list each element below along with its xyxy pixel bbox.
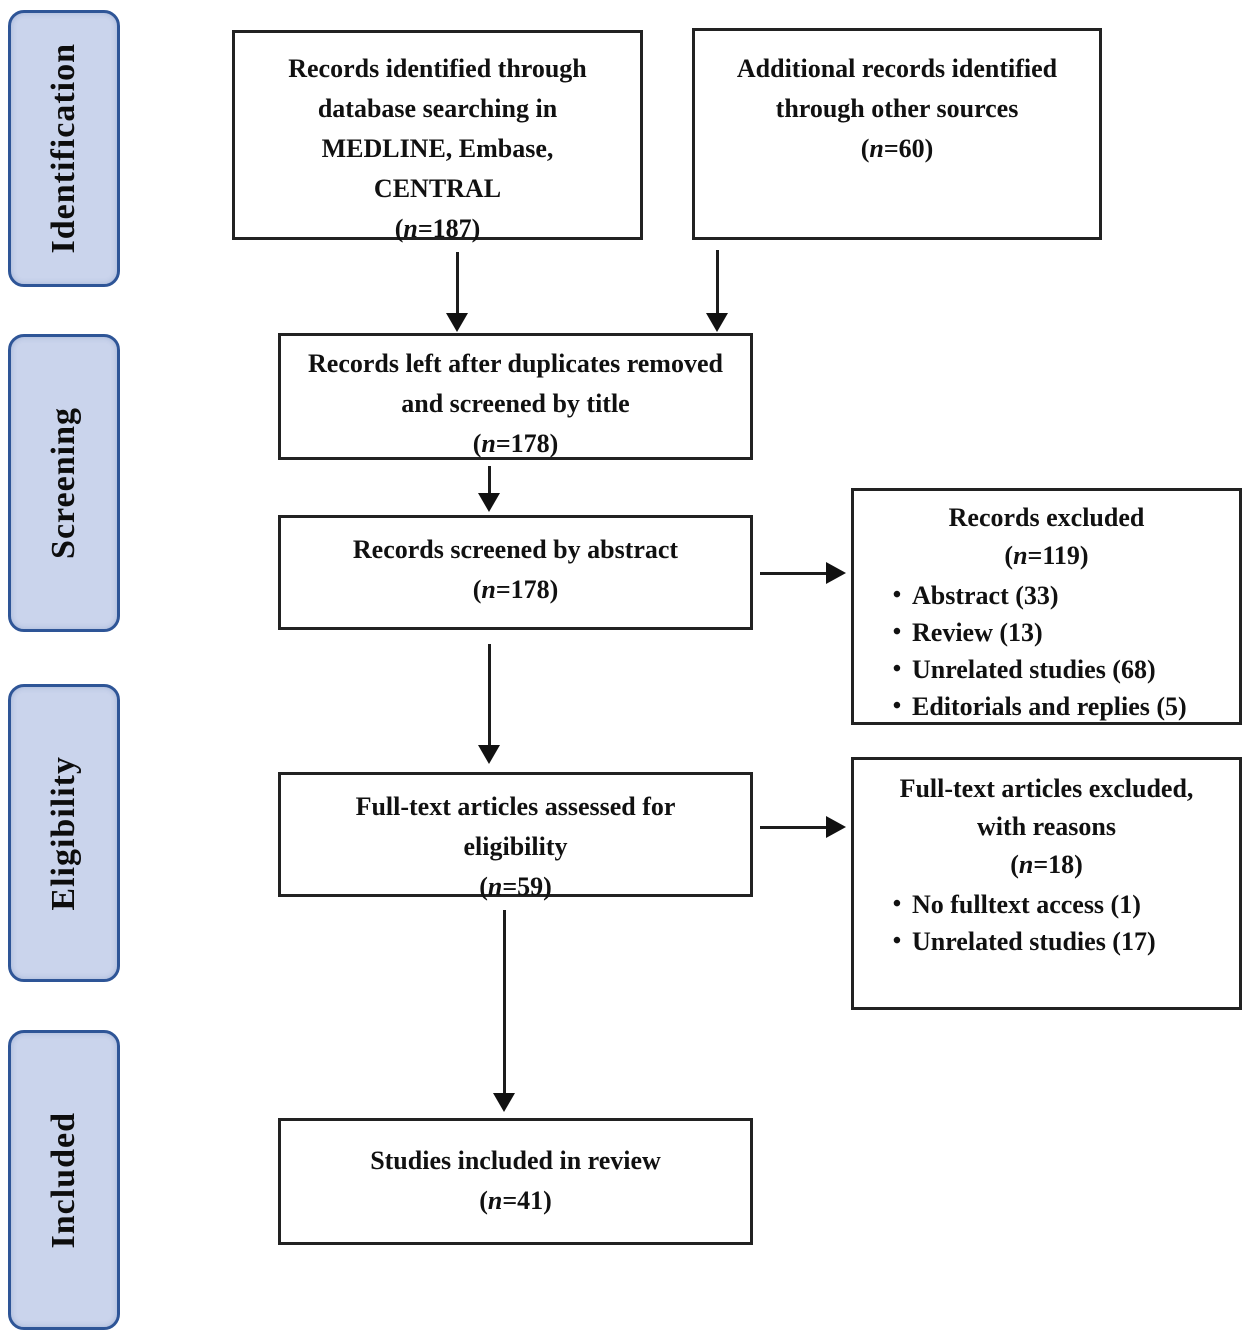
- stage-included-label: Included: [45, 1111, 82, 1249]
- list-item-label: Unrelated studies (17): [912, 927, 1156, 956]
- bullet-icon: •: [892, 582, 902, 608]
- box-text: through other sources: [775, 94, 1019, 123]
- arrow-dedup-to-abstract: [478, 466, 500, 512]
- stage-included: Included: [8, 1030, 120, 1330]
- box-records-excluded: Records excluded (n=119) • Abstract (33)…: [851, 488, 1242, 725]
- exclusion-reasons-list: • Abstract (33) • Review (13) • Unrelate…: [854, 577, 1239, 725]
- box-deduplicated: Records left after duplicates removed an…: [278, 333, 753, 460]
- box-text: and screened by title: [401, 389, 630, 418]
- box-text: CENTRAL: [373, 174, 502, 203]
- box-title: Records excluded: [948, 503, 1145, 532]
- arrow-additional-to-dedup: [706, 250, 728, 332]
- bullet-icon: •: [892, 693, 902, 719]
- n-count: (n=178): [472, 429, 559, 458]
- box-text: Full-text articles assessed for: [355, 792, 676, 821]
- stage-screening: Screening: [8, 334, 120, 632]
- stage-identification: Identification: [8, 10, 120, 287]
- box-additional-records: Additional records identified through ot…: [692, 28, 1102, 240]
- list-item: • No fulltext access (1): [854, 886, 1239, 923]
- list-item-label: Editorials and replies (5): [912, 692, 1187, 721]
- list-item-label: Unrelated studies (68): [912, 655, 1156, 684]
- arrow-head-icon: [826, 562, 846, 584]
- bullet-icon: •: [892, 656, 902, 682]
- n-count: (n=119): [1004, 541, 1089, 570]
- n-count: (n=18): [1010, 850, 1083, 879]
- bullet-icon: •: [892, 891, 902, 917]
- n-count: (n=178): [472, 575, 559, 604]
- box-title: with reasons: [977, 812, 1116, 841]
- arrow-shaft: [760, 571, 828, 575]
- bullet-icon: •: [892, 928, 902, 954]
- box-text: Additional records identified: [736, 54, 1058, 83]
- arrow-head-icon: [706, 313, 728, 332]
- box-studies-included: Studies included in review (n=41): [278, 1118, 753, 1245]
- box-fulltext-excluded: Full-text articles excluded, with reason…: [851, 757, 1242, 1010]
- stage-eligibility: Eligibility: [8, 684, 120, 982]
- box-abstract-screened: Records screened by abstract (n=178): [278, 515, 753, 630]
- arrow-shaft: [487, 466, 491, 494]
- list-item: • Unrelated studies (17): [854, 923, 1239, 960]
- arrow-shaft: [487, 644, 491, 746]
- arrow-shaft: [502, 910, 506, 1094]
- arrow-abstract-to-excluded: [760, 562, 846, 584]
- box-text: Records identified through: [288, 54, 587, 83]
- n-count: (n=41): [479, 1186, 552, 1215]
- arrow-head-icon: [446, 313, 468, 332]
- arrow-shaft: [455, 252, 459, 314]
- box-text: MEDLINE, Embase,: [321, 134, 554, 163]
- box-text: database searching in: [317, 94, 558, 123]
- exclusion-reasons-list: • No fulltext access (1) • Unrelated stu…: [854, 886, 1239, 960]
- arrow-head-icon: [478, 493, 500, 512]
- box-text: eligibility: [463, 832, 568, 861]
- box-fulltext-assessed: Full-text articles assessed for eligibil…: [278, 772, 753, 901]
- bullet-icon: •: [892, 619, 902, 645]
- arrow-fulltext-to-excluded: [760, 816, 846, 838]
- n-count: (n=59): [479, 872, 552, 901]
- list-item: • Review (13): [854, 614, 1239, 651]
- list-item-label: Abstract (33): [912, 581, 1059, 610]
- list-item: • Abstract (33): [854, 577, 1239, 614]
- list-item: • Editorials and replies (5): [854, 688, 1239, 725]
- arrow-identified-to-dedup: [446, 252, 468, 332]
- arrow-head-icon: [478, 745, 500, 764]
- arrow-head-icon: [493, 1093, 515, 1112]
- stage-identification-label: Identification: [45, 43, 82, 254]
- list-item-label: Review (13): [912, 618, 1043, 647]
- arrow-shaft: [760, 825, 828, 829]
- stage-screening-label: Screening: [45, 407, 82, 559]
- box-records-identified: Records identified through database sear…: [232, 30, 643, 243]
- list-item-label: No fulltext access (1): [912, 890, 1141, 919]
- box-text: Records left after duplicates removed: [308, 349, 723, 378]
- arrow-shaft: [715, 250, 719, 314]
- stage-eligibility-label: Eligibility: [45, 755, 82, 911]
- list-item: • Unrelated studies (68): [854, 651, 1239, 688]
- box-title: Full-text articles excluded,: [899, 774, 1194, 803]
- arrow-head-icon: [826, 816, 846, 838]
- arrow-abstract-to-fulltext: [478, 644, 500, 764]
- arrow-fulltext-to-included: [493, 910, 515, 1112]
- box-text: Records screened by abstract: [352, 535, 679, 564]
- box-text: Studies included in review: [370, 1146, 661, 1175]
- n-count: (n=187): [394, 214, 481, 243]
- n-count: (n=60): [860, 134, 934, 163]
